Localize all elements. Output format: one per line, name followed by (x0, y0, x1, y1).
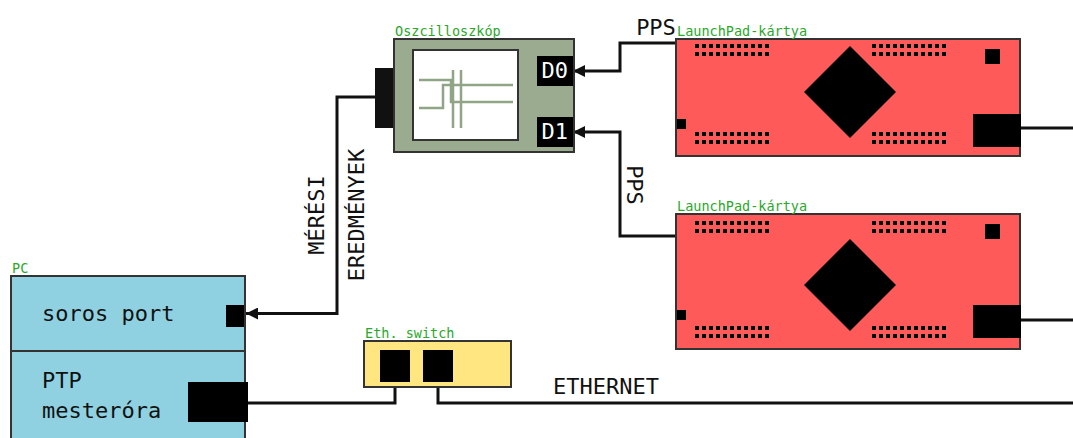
ptp-master-section: PTP mesteróra (10, 350, 246, 438)
oscilloscope-box: OszcilloszkópD0D1 (393, 38, 575, 153)
node-heading: LaunchPad-kártya (677, 23, 807, 39)
node-text: D0 (542, 56, 569, 86)
channel-label: D1 (537, 117, 574, 147)
connector (573, 132, 675, 236)
port-connector (188, 382, 248, 422)
launchpad-board: LaunchPad-kártya (675, 38, 1021, 157)
ethernet-wire (1020, 127, 1073, 130)
ethernet-wire (438, 388, 1073, 403)
ethernet-switch: Eth. switch (363, 340, 512, 388)
connector (246, 388, 395, 403)
channel-label: D0 (537, 56, 574, 86)
connector (573, 43, 675, 71)
illustration (677, 40, 1023, 159)
node-text: soros port (42, 299, 174, 329)
node-heading: LaunchPad-kártya (677, 198, 807, 214)
launchpad-board: LaunchPad-kártya (675, 213, 1021, 350)
serial-port-section: soros port (10, 275, 246, 352)
signal-label: ETHERNET (553, 374, 659, 399)
edge-label: MÉRÉSI EREDMÉNYEK (297, 145, 377, 285)
port-connector (226, 305, 244, 327)
node-heading: PC (12, 260, 28, 276)
node-heading: Oszcilloszkóp (395, 23, 501, 39)
pc-box: PCsoros portPTP mesteróra (10, 275, 246, 438)
edge-label: PPS (620, 155, 648, 215)
edge-label: PPS (626, 14, 686, 42)
node-text: PTP mesteróra (42, 366, 192, 426)
illustration (365, 342, 514, 390)
ethernet-wire (1020, 319, 1073, 322)
illustration (677, 215, 1023, 352)
node-heading: Eth. switch (365, 325, 454, 341)
node-text: D1 (542, 117, 569, 147)
